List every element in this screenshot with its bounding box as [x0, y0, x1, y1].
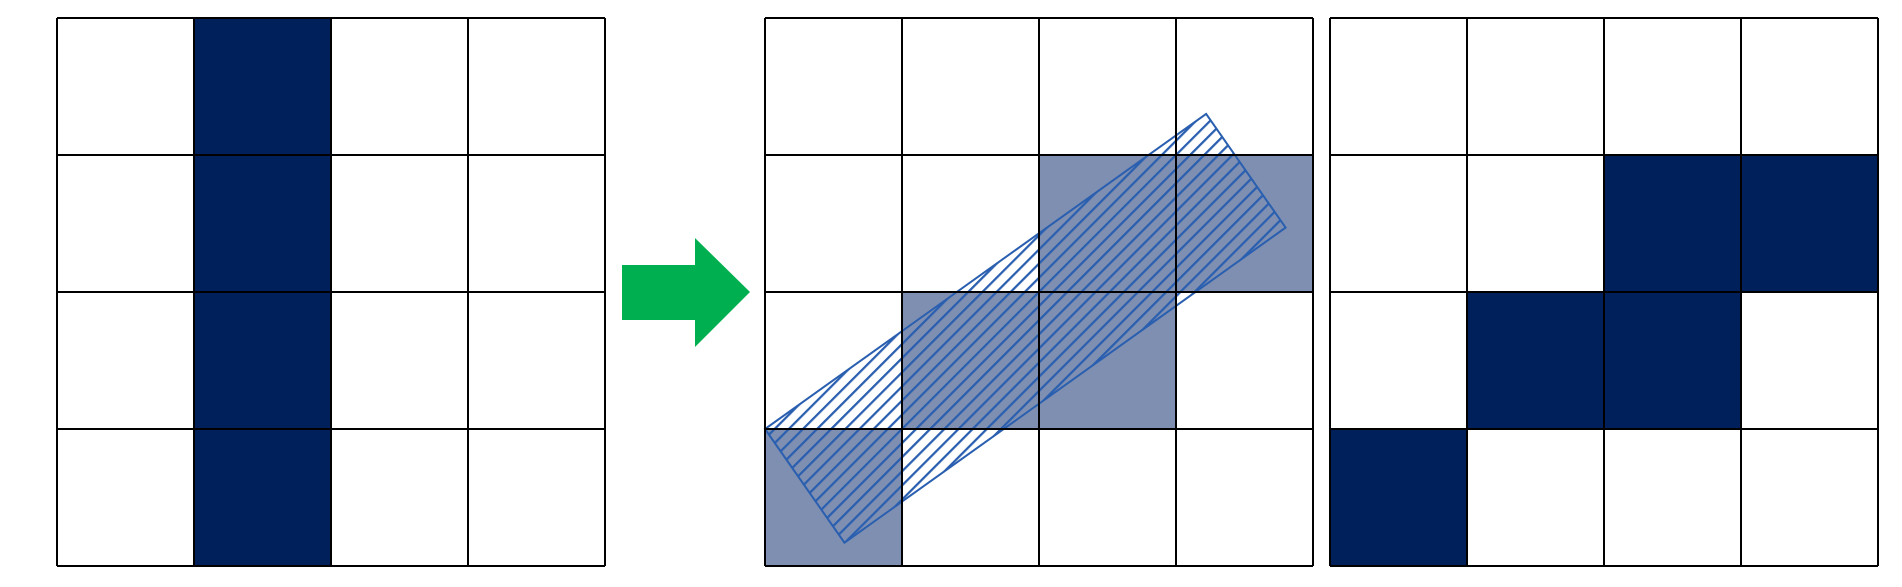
grid-lines: [764, 17, 1314, 567]
filled-cell: [1467, 292, 1604, 429]
filled-cell: [194, 18, 331, 155]
filled-cell: [1741, 155, 1878, 292]
grid-lines: [56, 17, 606, 567]
original-grid: [56, 17, 606, 567]
filled-cell: [194, 292, 331, 429]
rotated-bar-overlay: [763, 17, 1314, 567]
filled-cell: [1604, 155, 1741, 292]
filled-cell: [194, 155, 331, 292]
filled-cell: [1330, 429, 1467, 566]
arrow-right-icon: [622, 238, 750, 347]
grid-lines: [1329, 17, 1879, 567]
rotated-bar: [763, 112, 1287, 545]
arrow-right-icon: [622, 238, 750, 347]
result-grid: [1329, 17, 1879, 567]
filled-cell: [1604, 292, 1741, 429]
filled-cell: [194, 429, 331, 566]
